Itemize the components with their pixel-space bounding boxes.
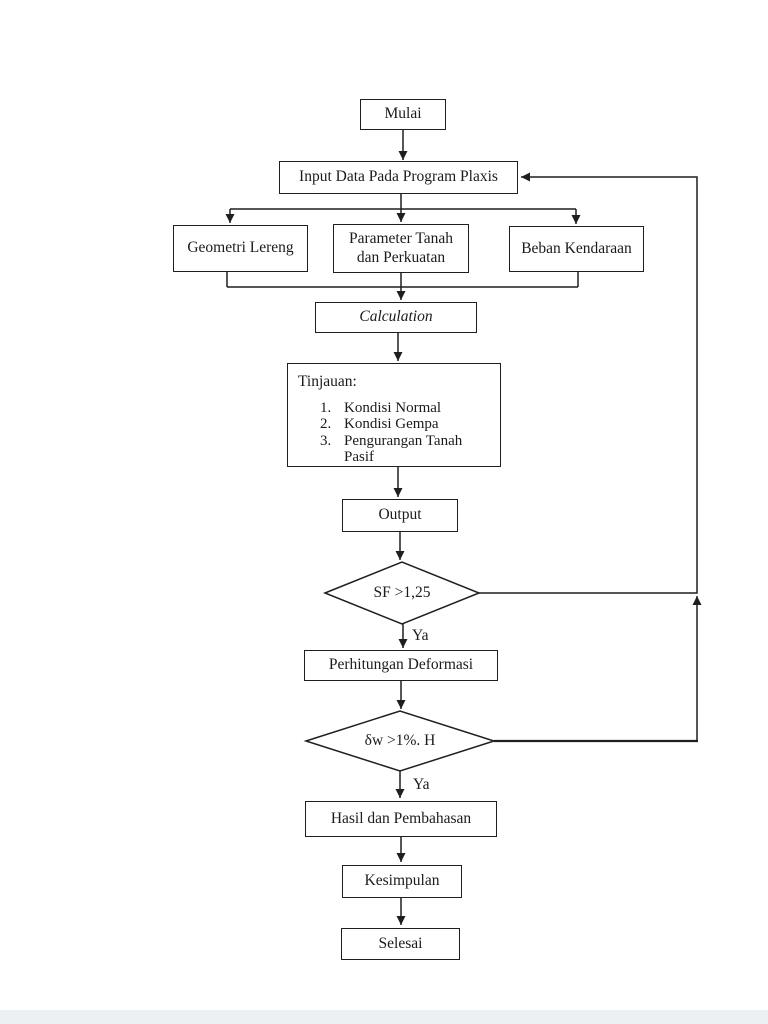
tinjauan-item-number: 2. (320, 416, 332, 433)
node-hasil-pembahasan-label: Hasil dan Pembahasan (330, 809, 472, 827)
node-input-data: Input Data Pada Program Plaxis (279, 161, 518, 194)
tinjauan-title: Tinjauan: (298, 373, 357, 390)
tinjauan-item-text: Kondisi Normal (344, 399, 442, 416)
tinjauan-item-text: Pengurangan Tanah Pasif (344, 432, 463, 466)
node-kesimpulan: Kesimpulan (342, 865, 462, 898)
node-tinjauan: Tinjauan: 1. Kondisi Normal 2. Kondisi G… (287, 363, 501, 467)
node-hasil-pembahasan: Hasil dan Pembahasan (305, 801, 497, 837)
node-output: Output (342, 499, 458, 532)
tinjauan-item-text: Kondisi Gempa (344, 416, 439, 433)
node-perhitungan-deformasi: Perhitungan Deformasi (304, 650, 498, 681)
edge-label-ya-1: Ya (412, 627, 429, 644)
node-mulai: Mulai (360, 99, 446, 130)
node-output-label: Output (378, 506, 422, 524)
edge-label-ya-2: Ya (413, 776, 430, 793)
node-mulai-label: Mulai (384, 105, 422, 123)
tinjauan-item: 1. Kondisi Normal (320, 400, 492, 417)
page-bottom-edge (0, 1010, 768, 1024)
node-selesai-label: Selesai (378, 934, 423, 952)
tinjauan-item: 2. Kondisi Gempa (320, 416, 492, 433)
node-input-data-label: Input Data Pada Program Plaxis (299, 168, 498, 186)
node-kesimpulan-label: Kesimpulan (364, 872, 440, 890)
decision-sf-shape (322, 561, 482, 625)
decision-dw-shape (303, 710, 497, 772)
node-calculation-label: Calculation (359, 308, 433, 326)
node-parameter-tanah: Parameter Tanah dan Perkuatan (333, 224, 469, 273)
tinjauan-item-number: 1. (320, 399, 332, 416)
tinjauan-item-number: 3. (320, 432, 332, 449)
node-selesai: Selesai (341, 928, 460, 960)
node-geometri-lereng: Geometri Lereng (173, 225, 308, 272)
node-parameter-tanah-label: Parameter Tanah dan Perkuatan (348, 229, 454, 266)
node-beban-kendaraan: Beban Kendaraan (509, 226, 644, 272)
tinjauan-item: 3. Pengurangan Tanah Pasif (320, 433, 492, 466)
node-perhitungan-deformasi-label: Perhitungan Deformasi (328, 656, 474, 674)
node-geometri-lereng-label: Geometri Lereng (187, 239, 294, 257)
node-beban-kendaraan-label: Beban Kendaraan (521, 239, 632, 257)
node-calculation: Calculation (315, 302, 477, 333)
feedback-sf-to-input (479, 172, 698, 594)
